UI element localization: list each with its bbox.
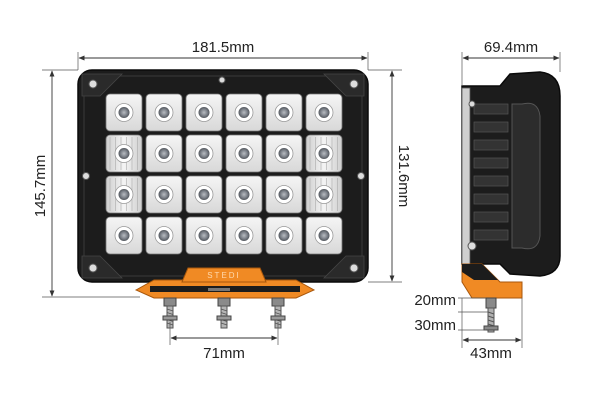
screw-icon xyxy=(349,263,359,273)
side-handle xyxy=(511,102,541,250)
led-lens xyxy=(238,148,250,159)
led-lens xyxy=(198,230,210,241)
led-lens xyxy=(198,107,210,118)
led-lens xyxy=(238,230,250,241)
led-lens xyxy=(118,189,130,200)
screw-icon xyxy=(218,76,226,84)
dim-label-front-height-outer: 145.7mm xyxy=(32,155,49,218)
bolt-icon xyxy=(216,297,232,329)
cooling-fin xyxy=(473,139,509,151)
mounting-bolts xyxy=(162,297,286,329)
side-lens-strip xyxy=(461,87,471,265)
led-lens xyxy=(278,148,290,159)
led-lens xyxy=(118,107,130,118)
side-bolt xyxy=(483,297,499,333)
cooling-fin xyxy=(473,211,509,223)
cooling-fin xyxy=(473,229,509,241)
led-lens xyxy=(278,189,290,200)
led-lens xyxy=(318,148,330,159)
led-lens xyxy=(238,107,250,118)
led-lens xyxy=(158,107,170,118)
led-lens xyxy=(278,230,290,241)
cooling-fins xyxy=(473,103,509,241)
side-housing xyxy=(461,71,561,277)
front-view: STEDI xyxy=(77,69,369,329)
led-lens xyxy=(118,148,130,159)
bracket-slot xyxy=(208,288,230,291)
led-lens xyxy=(158,148,170,159)
led-lens xyxy=(198,148,210,159)
screw-icon xyxy=(88,79,98,89)
screw-icon xyxy=(357,172,365,180)
screw-icon xyxy=(82,172,90,180)
dim-label-front-height-inner: 131.6mm xyxy=(395,145,412,208)
led-lens xyxy=(318,230,330,241)
dim-label-bracket-depth: 43mm xyxy=(470,345,512,362)
led-lens xyxy=(318,189,330,200)
side-bracket-black xyxy=(462,264,498,280)
brand-mark: STEDI xyxy=(207,271,241,280)
screw-icon xyxy=(468,100,476,108)
led-lens xyxy=(118,230,130,241)
led-lens xyxy=(158,189,170,200)
dim-label-mount-spacing: 71mm xyxy=(203,345,245,362)
bracket-center-tab xyxy=(181,267,267,283)
led-lens xyxy=(198,189,210,200)
mount-bracket: STEDI xyxy=(134,267,316,299)
cooling-fin xyxy=(473,193,509,205)
cooling-fin xyxy=(473,121,509,133)
led-grid xyxy=(105,93,343,255)
dim-label-side-depth: 69.4mm xyxy=(484,39,538,56)
bolt-icon xyxy=(162,297,178,329)
led-lens xyxy=(238,189,250,200)
dim-label-front-width: 181.5mm xyxy=(192,39,255,56)
cooling-fin xyxy=(473,175,509,187)
screw-icon xyxy=(467,241,477,251)
led-lens xyxy=(318,107,330,118)
screw-icon xyxy=(349,79,359,89)
led-lens xyxy=(158,230,170,241)
dim-label-bracket-height-2: 30mm xyxy=(414,317,456,334)
led-lens xyxy=(278,107,290,118)
housing-screws xyxy=(82,76,365,273)
side-view xyxy=(461,71,561,333)
screw-icon xyxy=(88,263,98,273)
dim-label-bracket-height-1: 20mm xyxy=(414,292,456,309)
cooling-fin xyxy=(473,103,509,115)
cooling-fin xyxy=(473,157,509,169)
